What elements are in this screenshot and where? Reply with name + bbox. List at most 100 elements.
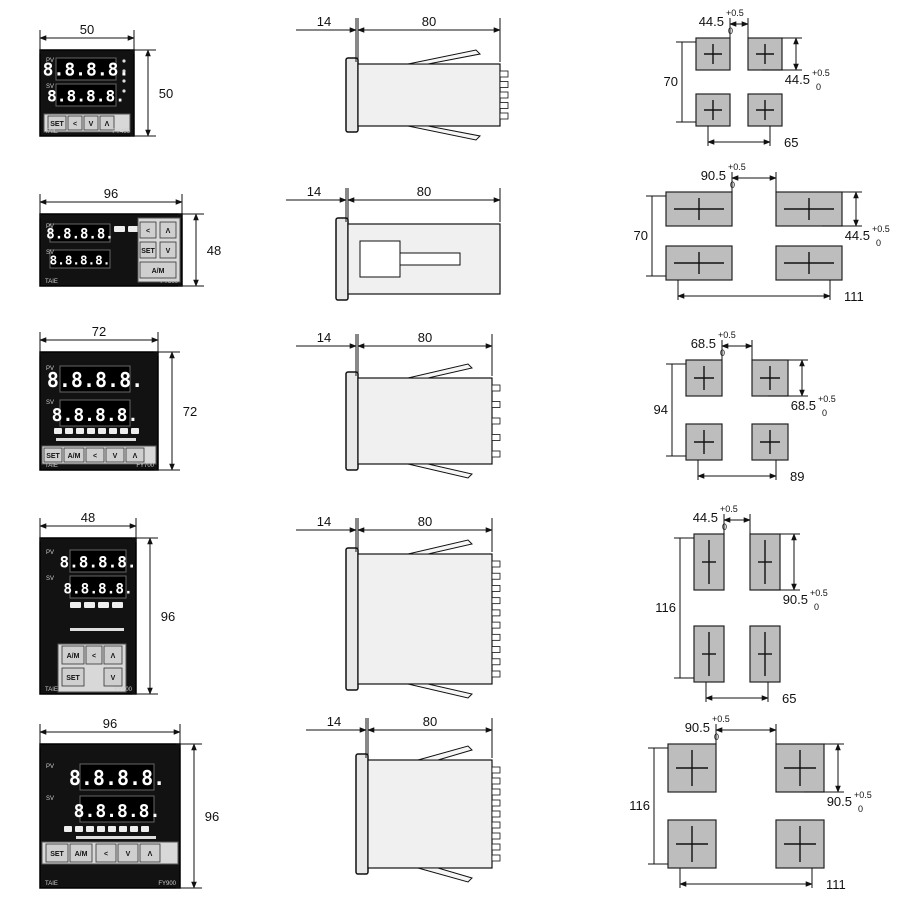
- model-name: FY900: [158, 881, 176, 887]
- v-pitch-dim: 116: [629, 747, 668, 865]
- housing: [357, 377, 493, 465]
- mounting-clip: [407, 363, 473, 379]
- key-button: [83, 115, 99, 131]
- key-button: [103, 645, 123, 665]
- indicator-tab: [64, 826, 72, 832]
- key-button-label: SET: [66, 675, 80, 682]
- indicator-tab: [131, 428, 139, 434]
- brand-logo: TAIE: [45, 881, 58, 887]
- sv-label: SV: [46, 796, 54, 802]
- terminal: [491, 417, 501, 425]
- key-button-label: <: [146, 228, 150, 235]
- indicator-tab: [54, 428, 62, 434]
- indicator-tab: [128, 226, 139, 232]
- v-pitch-label: 116: [655, 600, 676, 615]
- front-height-dim-label: 96: [161, 609, 175, 624]
- v-gap-dim: 44.5+0.50: [762, 37, 830, 92]
- key-button: [95, 843, 117, 863]
- v-pitch-label: 70: [634, 228, 648, 243]
- v-gap-dim: 44.5+0.50: [822, 191, 890, 248]
- indicator-tab: [98, 428, 106, 434]
- h-gap-dim: 44.5+0.50: [699, 8, 749, 38]
- v-pitch-dim: 116: [655, 537, 694, 679]
- h-gap-dim: 44.5+0.50: [693, 504, 751, 534]
- terminal: [491, 572, 501, 580]
- terminal: [491, 450, 501, 458]
- h-pitch-dim: 111: [679, 868, 846, 892]
- v-gap-label: 90.5: [827, 794, 852, 809]
- front-width-dim: 96: [39, 716, 181, 748]
- sv-display: [79, 795, 155, 823]
- v-tol-lower: 0: [876, 238, 881, 248]
- h-tol-lower: 0: [728, 26, 733, 36]
- bar-graph: [76, 836, 156, 839]
- mounting-bracket: [359, 240, 401, 278]
- terminal: [491, 670, 501, 678]
- key-button: [139, 261, 177, 279]
- mounting-clip: [407, 49, 482, 65]
- v-tol-upper: +0.5: [818, 394, 836, 404]
- model-name: FY400: [112, 129, 130, 135]
- sv-digits: 8.8.8.8.: [63, 582, 132, 598]
- terminal: [499, 70, 509, 78]
- terminal: [491, 646, 501, 653]
- bezel-depth-dim: 14: [296, 514, 357, 552]
- indicator-tab: [75, 826, 83, 832]
- front-width-dim-label: 48: [81, 510, 95, 525]
- mounting-clip: [407, 683, 473, 699]
- indicator-tab: [65, 428, 73, 434]
- h-gap-label: 90.5: [701, 168, 726, 183]
- indicator-tab: [119, 826, 127, 832]
- front-width-dim-label: 96: [103, 716, 117, 731]
- mounting-clip: [407, 125, 482, 141]
- h-tol-upper: +0.5: [718, 330, 736, 340]
- indicator-tab: [109, 428, 117, 434]
- v-tol-lower: 0: [814, 602, 819, 612]
- housing-depth-dim: 80: [357, 14, 501, 62]
- bezel-depth-label: 14: [317, 330, 331, 345]
- housing-depth-dim-label: 80: [422, 14, 436, 29]
- terminal: [491, 766, 501, 774]
- v-gap-dim: 68.5+0.50: [768, 359, 836, 418]
- indicator-tab: [120, 428, 128, 434]
- key-button-label: A/M: [67, 653, 80, 660]
- v-pitch-label: 94: [654, 402, 668, 417]
- key-button-label: Λ: [166, 228, 171, 235]
- key-button: [45, 843, 69, 863]
- indicator-tab: [114, 226, 125, 232]
- indicator-tab: [87, 428, 95, 434]
- v-pitch-dim: 70: [634, 195, 666, 277]
- indicator-tab: [108, 826, 116, 832]
- terminal: [499, 112, 509, 120]
- pv-digits: 8.8.8.8.: [47, 368, 143, 392]
- front-height-dim: 96: [176, 743, 219, 889]
- key-button-label: Λ: [148, 851, 153, 858]
- key-button: [139, 843, 161, 863]
- housing-depth-dim-label: 80: [417, 184, 431, 199]
- terminal: [491, 434, 501, 441]
- key-button: [43, 447, 63, 463]
- v-gap-label: 44.5: [845, 228, 870, 243]
- indicator-tab: [84, 602, 95, 608]
- terminal: [491, 384, 501, 392]
- h-gap-label: 90.5: [685, 720, 710, 735]
- terminal: [491, 810, 501, 818]
- h-pitch-dim: 111: [677, 280, 864, 304]
- front-width-dim-label: 50: [80, 22, 94, 37]
- terminal: [491, 788, 501, 796]
- v-gap-dim: 90.5+0.50: [760, 533, 828, 612]
- v-tol-lower: 0: [816, 82, 821, 92]
- h-gap-dim: 68.5+0.50: [691, 330, 753, 360]
- mounting-screw: [399, 252, 461, 266]
- bezel-depth-dim: 14: [286, 184, 347, 222]
- pv-digits: 8.8.8.8.: [59, 553, 136, 572]
- key-button-label: A/M: [152, 268, 165, 275]
- mounting-clip: [417, 745, 473, 761]
- key-button-label: SET: [50, 851, 64, 858]
- h-tol-lower: 0: [720, 348, 725, 358]
